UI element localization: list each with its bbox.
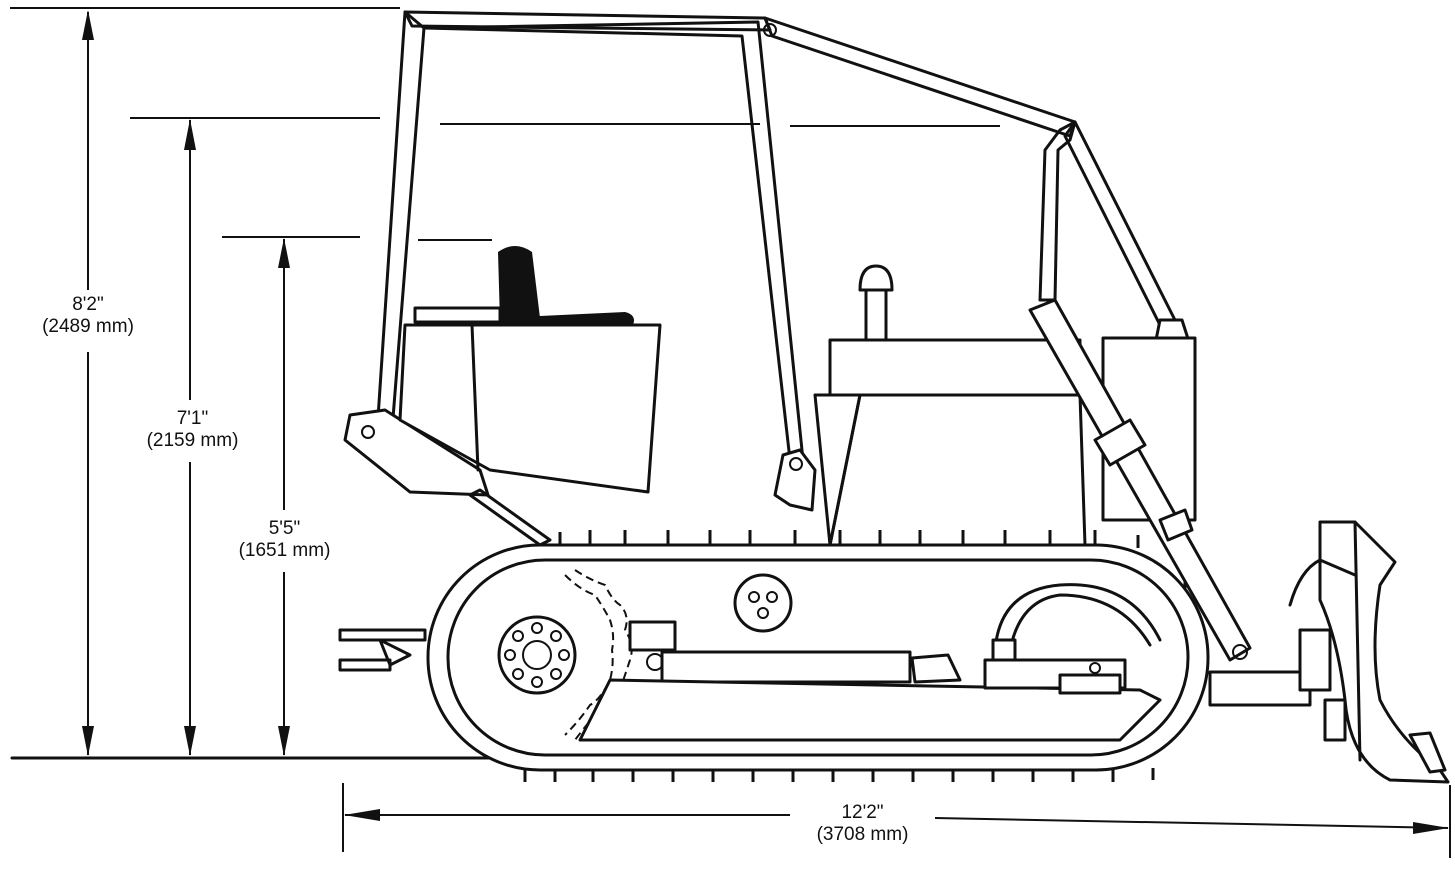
overall-height-label: 8'2" (2489 mm)	[28, 294, 148, 338]
rops-canopy	[343, 10, 1192, 547]
hood-height-imperial: 5'5"	[268, 518, 301, 539]
overall-height-metric: (2489 mm)	[42, 316, 134, 337]
dimension-hood-height	[278, 238, 290, 756]
operator-seat	[398, 246, 662, 494]
canopy-height-label: 7'1" (2159 mm)	[130, 408, 255, 452]
hood-height-metric: (1651 mm)	[238, 540, 331, 561]
canopy-height-imperial: 7'1"	[176, 408, 209, 429]
dimension-overall-height	[82, 10, 94, 756]
carrier-roller	[733, 573, 793, 633]
overall-height-imperial: 8'2"	[72, 294, 104, 315]
dozer-blade	[1208, 520, 1450, 784]
engine-hood	[813, 264, 1087, 547]
dimension-overall-length	[342, 783, 1451, 858]
overall-length-metric: (3708 mm)	[816, 824, 909, 845]
hood-height-label: 5'5" (1651 mm)	[222, 518, 347, 562]
lift-cylinder	[1028, 298, 1252, 662]
overall-length-imperial: 12'2"	[841, 802, 884, 823]
track-grousers	[523, 530, 1155, 782]
rear-drawbar	[338, 628, 427, 672]
overall-length-label: 12'2" (3708 mm)	[795, 802, 930, 846]
dimension-canopy-height	[184, 119, 196, 756]
canopy-height-metric: (2159 mm)	[146, 430, 239, 451]
track-frame	[578, 583, 1162, 742]
